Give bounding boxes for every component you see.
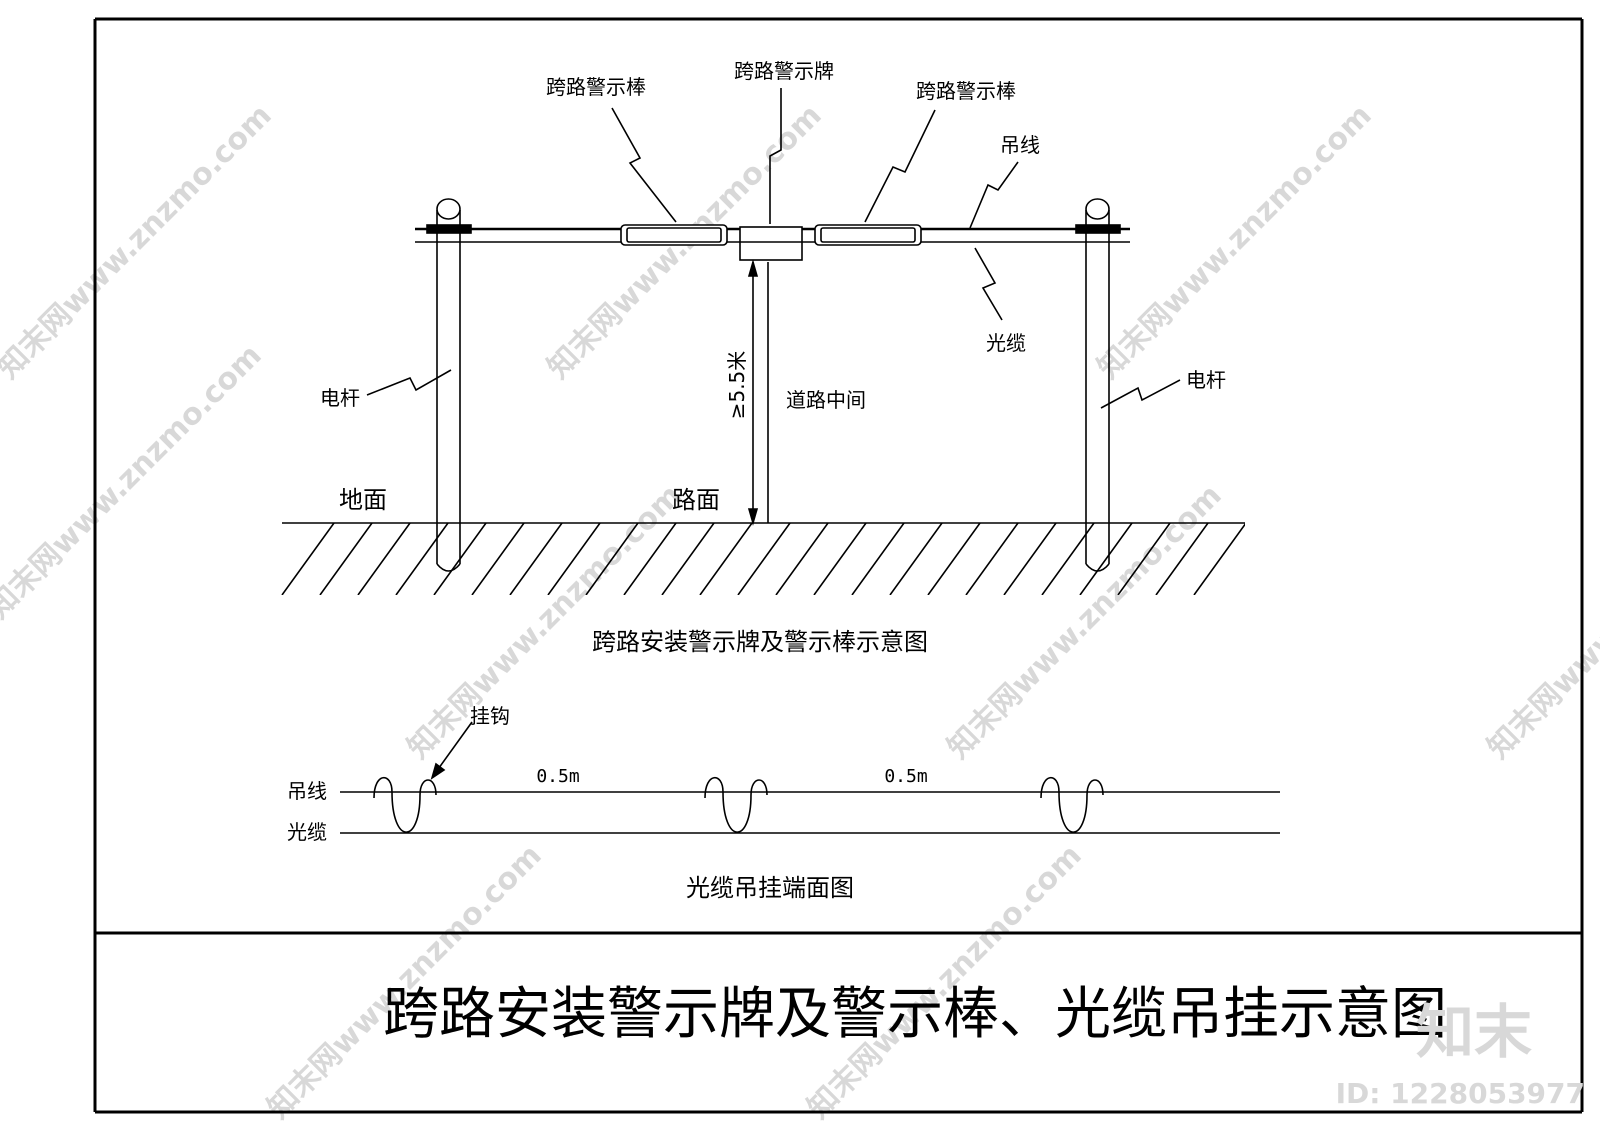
drawing-frame (93, 17, 1584, 1114)
label-height: ≥5.5米 (725, 351, 749, 420)
hook-1 (373, 776, 437, 833)
leader-rod-left (611, 107, 677, 223)
top-labels: 跨路警示棒 跨路警示牌 跨路警示棒 吊线 光缆 电杆 电杆 ≥5.5米 道路中间… (320, 59, 1226, 656)
label-warning-rod-right: 跨路警示棒 (916, 79, 1016, 103)
label-bottom-messenger: 吊线 (287, 779, 327, 803)
ground-hatch (281, 523, 1245, 595)
cross-road-diagram (281, 88, 1245, 595)
leader-rod-right (864, 109, 936, 223)
watermark-id: ID: 1228053977 (1336, 1077, 1585, 1110)
watermark-text: 知末网www.znzmo.com (401, 478, 689, 766)
leader-cable (974, 247, 1003, 321)
leader-pole-left (366, 369, 452, 396)
label-road-center: 道路中间 (786, 388, 866, 412)
label-hook: 挂钩 (470, 704, 510, 728)
watermark-logo: 知末 (1416, 998, 1532, 1066)
hook-2 (704, 776, 768, 833)
watermark-text: 知末网www.znzmo.com (0, 338, 269, 626)
bottom-labels: 挂钩 吊线 光缆 0.5m 0.5m 光缆吊挂端面图 (287, 704, 928, 902)
bottom-diagram-caption: 光缆吊挂端面图 (686, 874, 854, 902)
label-optical-cable: 光缆 (986, 331, 1026, 355)
leader-messenger (969, 161, 1019, 229)
watermark-text: 知末网www.znzmo.com (0, 98, 279, 386)
leader-pole-right (1100, 379, 1181, 409)
warning-sign (739, 226, 803, 261)
watermark-text: 知末网www.znzmo.com (941, 478, 1229, 766)
leader-sign (769, 88, 782, 224)
label-spacing-1: 0.5m (536, 766, 579, 787)
label-warning-sign: 跨路警示牌 (734, 59, 834, 83)
hook-3 (1040, 776, 1104, 833)
left-pole (426, 198, 472, 572)
hook-leader (435, 721, 473, 773)
label-ground: 地面 (339, 486, 387, 514)
label-messenger-wire: 吊线 (1000, 133, 1040, 157)
label-pole-right: 电杆 (1186, 368, 1226, 392)
top-diagram-caption: 跨路安装警示牌及警示棒示意图 (592, 628, 928, 656)
warning-rod-right (814, 224, 922, 246)
hook-leader-arrow (430, 762, 446, 780)
right-pole (1075, 198, 1121, 572)
drawing-title: 跨路安装警示牌及警示棒、光缆吊挂示意图 (383, 982, 1447, 1047)
label-spacing-2: 0.5m (884, 766, 927, 787)
label-warning-rod-left: 跨路警示棒 (546, 75, 646, 99)
cable-hanging-diagram (340, 721, 1280, 834)
warning-rod-left (620, 224, 728, 246)
label-road-surface: 路面 (672, 486, 720, 514)
watermark-text: 知末网www.znzmo.com (1091, 98, 1379, 386)
label-bottom-cable: 光缆 (287, 820, 327, 844)
height-dimension (747, 259, 759, 526)
label-pole-left: 电杆 (320, 386, 360, 410)
